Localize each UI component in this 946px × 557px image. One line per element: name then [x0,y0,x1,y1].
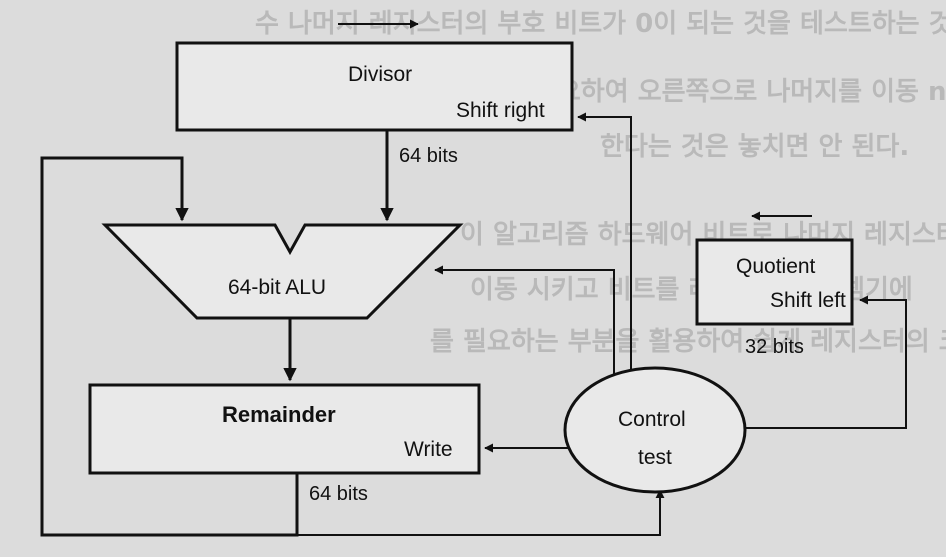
control-label: Control [618,408,686,431]
control-test-unit: Control test [563,366,747,494]
divisor-shift-right-label: Shift right [456,99,545,122]
remainder-to-control-line [297,489,665,536]
background-text: 수 나머지 레지스터의 부호 비트가 0이 되는 것을 테스트하는 것이 주요 … [255,9,946,357]
alu: 64-bit ALU [101,223,464,320]
control-to-divisor-line [577,112,632,374]
control-to-alu-line [434,265,615,380]
divisor-bus-width: 64 bits [399,145,458,167]
alu-label: 64-bit ALU [228,276,326,299]
quotient-label: Quotient [736,255,816,278]
divisor-label: Divisor [348,63,412,86]
remainder-bus-width: 64 bits [309,483,368,505]
background-text-line: 한다는 것은 놓치면 안 된다. [600,132,909,162]
background-text-line: 이 필요하여 오른쪽으로 나머지를 이동 n + 1번의 단계를 가 [500,77,946,107]
quotient-shift-left-label: Shift left [770,289,846,312]
quotient-register: Quotient Shift left [695,238,854,326]
remainder-register: Remainder Write [88,383,481,475]
control-to-quotient-line [744,295,907,429]
quotient-bus-width: 32 bits [745,336,804,358]
background-text-line: 를 필요하는 부분을 활용하여 쉽게 레지스터의 크기를 절반으로 [430,327,946,357]
remainder-label: Remainder [222,402,336,427]
divisor-register: Divisor Shift right [175,41,574,132]
remainder-feedback-bus [40,156,299,537]
remainder-write-label: Write [404,438,453,461]
test-label: test [638,446,672,469]
